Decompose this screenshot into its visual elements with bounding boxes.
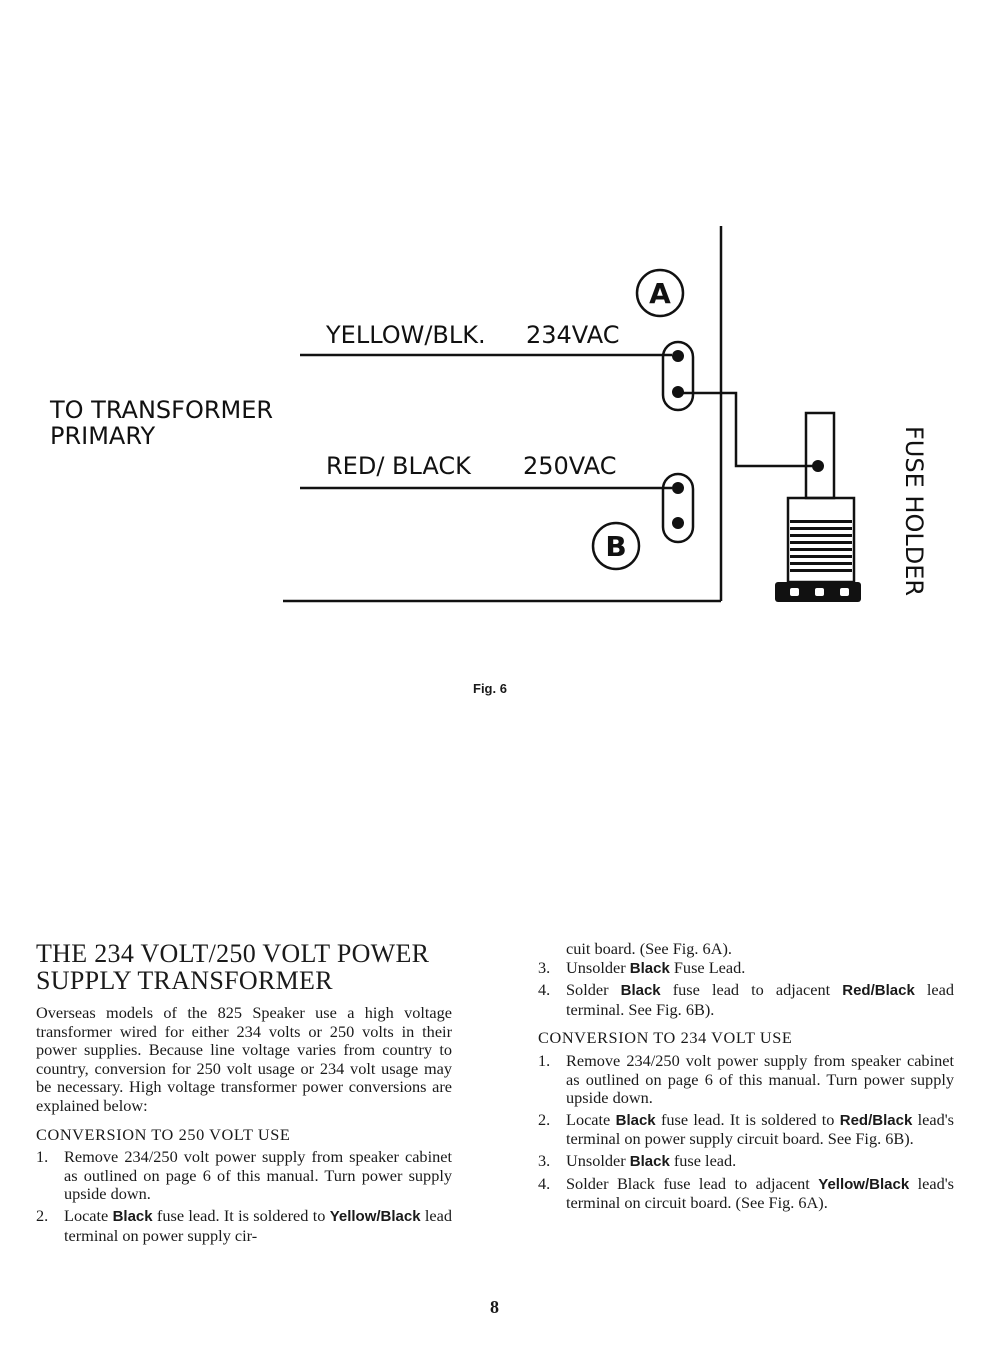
fuse-holder-tab: [804, 411, 836, 500]
transformer-label-line2: PRIMARY: [50, 422, 155, 450]
conversion-250-steps-continued: 3. Unsolder Black Fuse Lead. 4. Solder B…: [538, 957, 955, 1020]
wiring-diagram: TO TRANSFORMER PRIMARY YELLOW/BLK. 234VA…: [49, 226, 928, 603]
list-item: 1. Remove 234/250 volt power supply from…: [36, 1147, 452, 1204]
terminal-b-label: B: [605, 530, 626, 563]
conversion-250-heading: CONVERSION TO 250 VOLT USE: [36, 1124, 291, 1144]
list-item: 4. Solder Black fuse lead to adjacent Ye…: [538, 1173, 954, 1213]
left-column: THE 234 VOLT/250 VOLT POWER SUPPLY TRANS…: [36, 940, 452, 1248]
figure-caption: Fig. 6: [473, 681, 507, 696]
step-continuation: cuit board. (See Fig. 6A).: [566, 939, 732, 958]
heading-line1: THE 234 VOLT/250 VOLT POWER: [36, 939, 430, 968]
conversion-234-steps: 1. Remove 234/250 volt power supply from…: [538, 1050, 954, 1213]
terminal-a-label: A: [649, 277, 671, 310]
conversion-250-steps: 1. Remove 234/250 volt power supply from…: [36, 1147, 452, 1245]
list-item: 3. Unsolder Black Fuse Lead.: [538, 957, 746, 977]
transformer-label-line1: TO TRANSFORMER: [49, 396, 273, 424]
terminal-b-connector: [661, 472, 695, 544]
page-number: 8: [490, 1297, 499, 1317]
234vac-label: 234VAC: [526, 321, 619, 349]
fuse-holder-label: FUSE HOLDER: [900, 426, 928, 596]
yellow-black-label: YELLOW/BLK.: [325, 321, 486, 349]
conversion-234-heading: CONVERSION TO 234 VOLT USE: [538, 1028, 793, 1048]
section-heading: THE 234 VOLT/250 VOLT POWER SUPPLY TRANS…: [36, 940, 452, 994]
terminal-a-circle: [635, 268, 685, 318]
list-item: 1. Remove 234/250 volt power supply from…: [538, 1050, 954, 1108]
list-item: 4. Solder Black fuse lead to adjacent Re…: [538, 980, 955, 1019]
terminal-a-connector: [661, 340, 695, 412]
right-column: cuit board. (See Fig. 6A). 3. Unsolder B…: [538, 939, 955, 1216]
fuse-lead-wire: [680, 391, 818, 468]
250vac-label: 250VAC: [523, 452, 616, 480]
terminal-b-circle: [591, 521, 641, 571]
red-black-label: RED/ BLACK: [326, 452, 472, 480]
list-item: 2. Locate Black fuse lead. It is soldere…: [538, 1109, 954, 1149]
list-item: 2. Locate Black fuse lead. It is soldere…: [36, 1205, 452, 1245]
heading-line2: SUPPLY TRANSFORMER: [36, 966, 333, 995]
intro-paragraph: Overseas models of the 825 Speaker use a…: [36, 1003, 452, 1115]
list-item: 3. Unsolder Black fuse lead.: [538, 1150, 737, 1170]
